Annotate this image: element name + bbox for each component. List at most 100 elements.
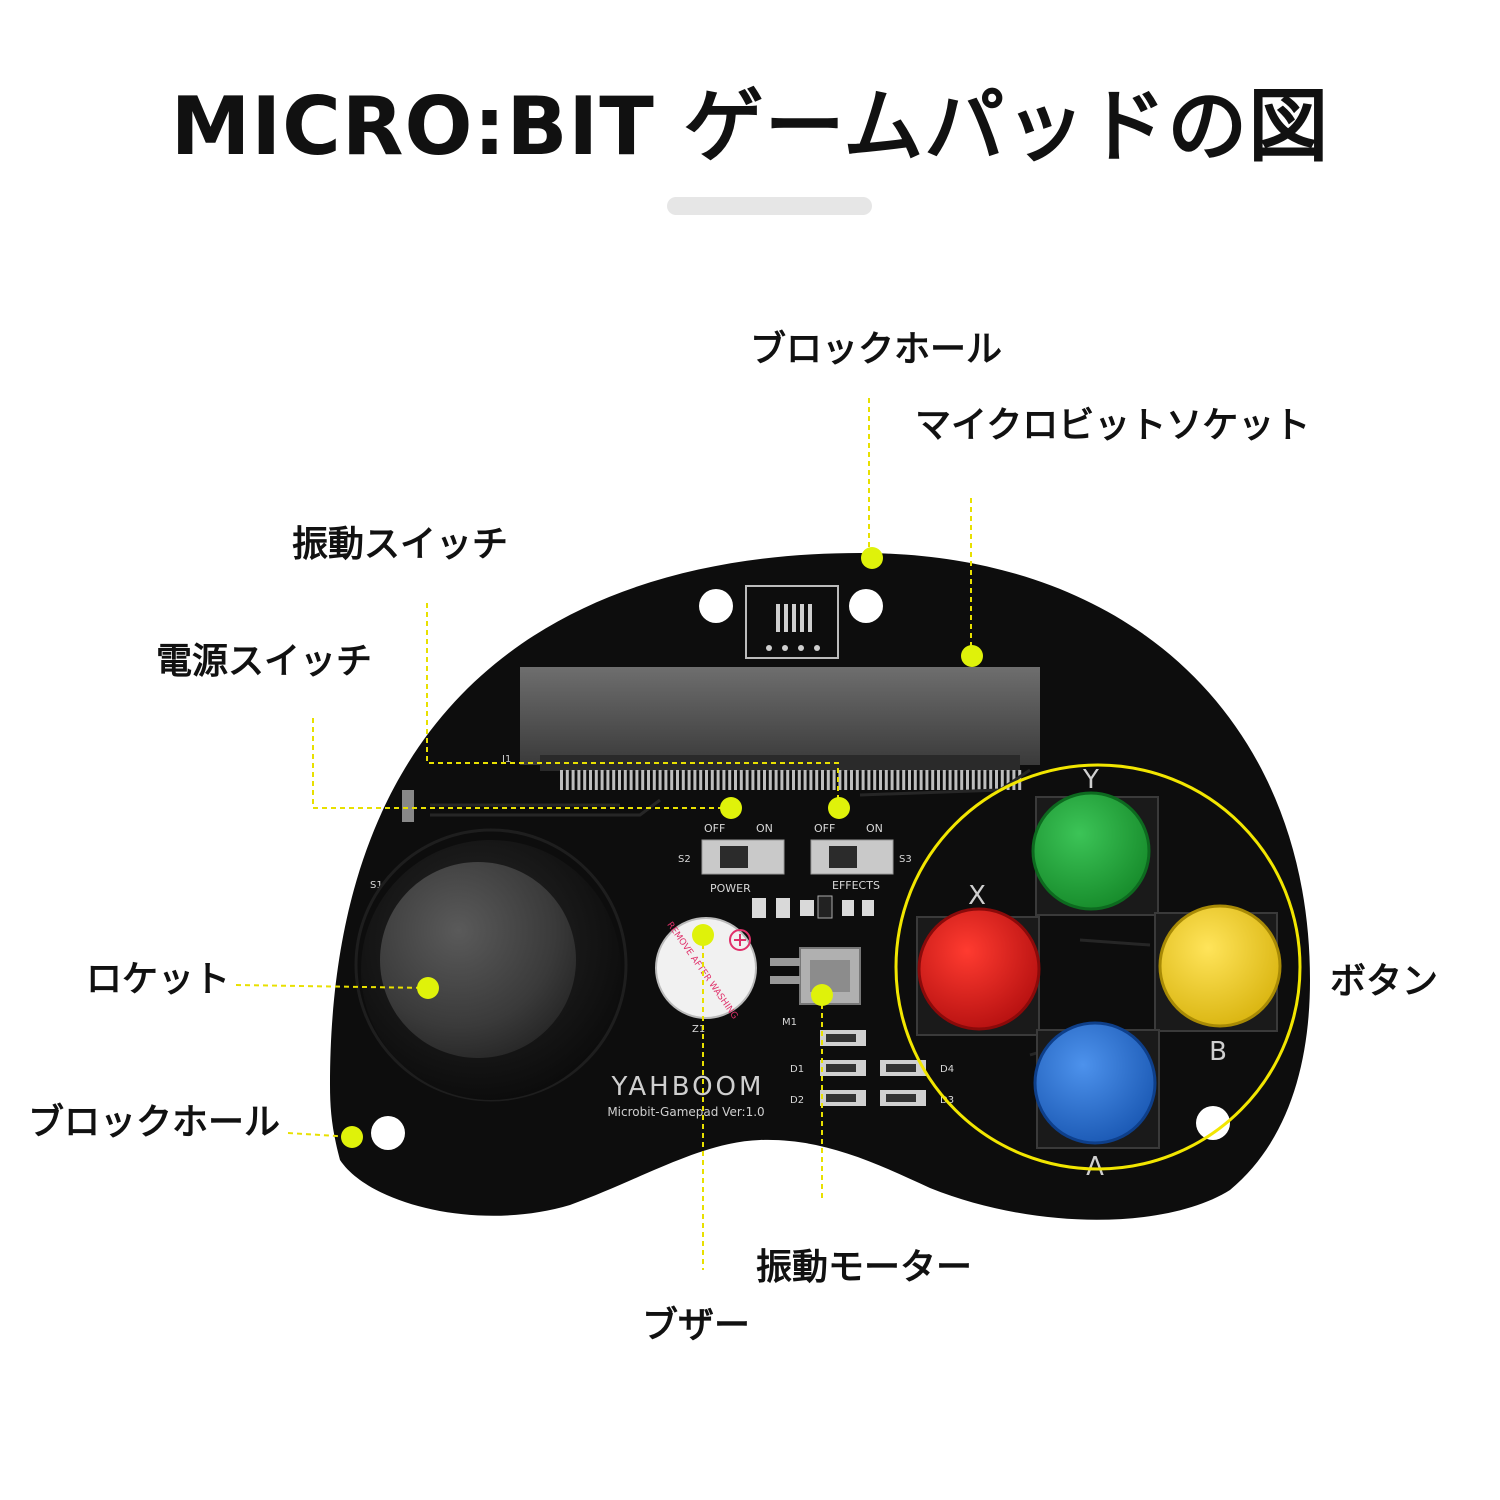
label-block-hole-top: ブロックホール <box>750 329 1003 370</box>
socket-pin <box>786 770 790 790</box>
button-y[interactable] <box>1031 791 1151 911</box>
socket-pin <box>618 770 621 790</box>
mount-hole-bottom-right <box>1196 1106 1230 1140</box>
callout-dots <box>341 547 983 1148</box>
power-switch-knob[interactable] <box>720 846 748 868</box>
button-x[interactable] <box>917 907 1041 1031</box>
vibration-switch-knob[interactable] <box>829 846 857 868</box>
mount-hole-bottom-left <box>371 1116 405 1150</box>
socket-pin <box>850 770 853 790</box>
socket-pin <box>913 770 917 790</box>
socket-pin <box>873 770 877 790</box>
socket-pin <box>908 770 911 790</box>
socket-pin <box>995 770 998 790</box>
socket-pin <box>925 770 929 790</box>
s2-on-text: ON <box>756 822 773 835</box>
socket-pin <box>589 770 592 790</box>
callout-lines <box>235 398 972 1270</box>
label-block-hole-left: ブロックホール <box>28 1102 281 1143</box>
socket-pin <box>612 770 616 790</box>
socket-pin <box>699 770 703 790</box>
socket-pin <box>960 770 964 790</box>
title-underline <box>667 197 872 215</box>
socket-pin <box>844 770 848 790</box>
socket-pin <box>629 770 633 790</box>
label-d2: D2 <box>790 1095 804 1106</box>
usb-pads <box>766 604 820 651</box>
socket-pin <box>693 770 697 790</box>
label-joystick: ロケット <box>86 959 231 1000</box>
socket-pin <box>867 770 871 790</box>
socket-pin <box>826 770 830 790</box>
socket-pins <box>560 770 1022 790</box>
usb-footprint <box>745 585 839 659</box>
socket-pin <box>890 770 894 790</box>
label-power-switch: 電源スイッチ <box>156 641 373 682</box>
socket-pin <box>896 770 900 790</box>
button-a[interactable] <box>1033 1021 1157 1145</box>
label-s2: S2 <box>678 854 691 865</box>
socket-pin <box>792 770 795 790</box>
socket-pin <box>710 770 714 790</box>
socket-pin <box>948 770 952 790</box>
socket-pin <box>780 770 784 790</box>
board-model: Microbit-Gamepad Ver:1.0 <box>607 1105 764 1119</box>
label-d4: D4 <box>940 1064 954 1075</box>
s2-off-text: OFF <box>704 822 725 835</box>
socket-pin <box>745 770 749 790</box>
button-b[interactable] <box>1158 904 1282 1028</box>
label-btn-a: A <box>1086 1152 1104 1182</box>
socket-pin <box>902 770 906 790</box>
label-microbit-socket: マイクロビットソケット <box>915 405 1311 446</box>
label-d1: D1 <box>790 1064 804 1075</box>
socket-pin <box>583 770 587 790</box>
socket-pin <box>971 770 975 790</box>
socket-pin <box>942 770 946 790</box>
s3-off-text: OFF <box>814 822 835 835</box>
socket-pin <box>879 770 882 790</box>
power-text: POWER <box>710 882 751 895</box>
effects-text: EFFECTS <box>832 879 880 892</box>
socket-pin <box>966 770 969 790</box>
socket-pin <box>838 770 842 790</box>
socket-pin <box>815 770 819 790</box>
socket-pin <box>768 770 772 790</box>
socket-pin <box>821 770 824 790</box>
socket-pin <box>734 770 737 790</box>
brand-logo: YAHBOOM <box>611 1072 765 1102</box>
socket-pin <box>571 770 575 790</box>
socket-pin <box>919 770 923 790</box>
socket-pin <box>705 770 708 790</box>
buzzer-plus-icon <box>729 929 751 951</box>
mount-hole-top-left <box>699 589 733 623</box>
s3-on-text: ON <box>866 822 883 835</box>
label-btn-b: B <box>1209 1037 1227 1067</box>
socket-pin <box>635 770 639 790</box>
label-z1: Z1 <box>692 1024 705 1035</box>
microbit-socket <box>520 667 1040 765</box>
socket-pin <box>861 770 865 790</box>
motor-shaft-2 <box>770 976 800 984</box>
label-buzzer: ブザー <box>642 1305 751 1346</box>
label-s3: S3 <box>899 854 912 865</box>
socket-pin <box>681 770 685 790</box>
mount-hole-top-right <box>849 589 883 623</box>
diodes <box>820 1030 926 1106</box>
socket-pin <box>600 770 604 790</box>
socket-pin <box>989 770 993 790</box>
socket-pin <box>577 770 581 790</box>
socket-pin <box>977 770 981 790</box>
socket-pin <box>641 770 645 790</box>
socket-pin <box>623 770 627 790</box>
smd-components <box>752 895 874 919</box>
socket-pin <box>757 770 761 790</box>
socket-pin <box>803 770 807 790</box>
socket-pin <box>884 770 888 790</box>
socket-pin <box>774 770 778 790</box>
socket-pin <box>594 770 598 790</box>
buttons-highlight-ring <box>894 763 1302 1171</box>
label-m1: M1 <box>782 1017 797 1028</box>
joystick-stick[interactable] <box>380 862 576 1058</box>
socket-pin <box>983 770 987 790</box>
